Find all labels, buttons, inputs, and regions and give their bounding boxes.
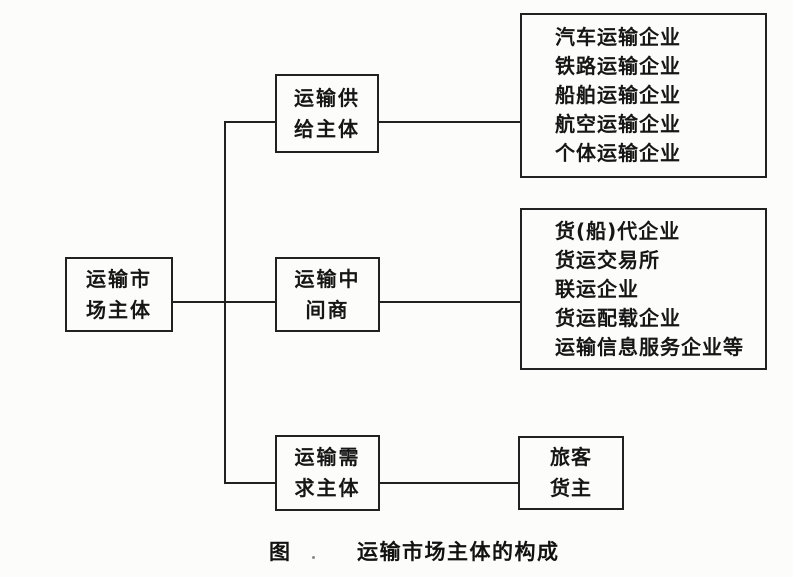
leaf-item: 船舶运输企业: [555, 83, 681, 107]
figure-caption-prefix: 图: [269, 540, 292, 564]
connector-demand-to-leaves: [380, 482, 518, 484]
root-node-box: 运输市 场主体: [65, 257, 173, 332]
leaf-item: 联运企业: [555, 276, 639, 301]
root-label-line1: 运输市: [86, 266, 152, 291]
leaf-item: 货运交易所: [555, 247, 660, 272]
leaf-item: 汽车运输企业: [555, 25, 681, 49]
leaf-item: 货(船)代企业: [555, 218, 681, 243]
root-label-line2: 场主体: [86, 297, 152, 322]
intermediary-leaf-box: 货(船)代企业 货运交易所 联运企业 货运配载企业 运输信息服务企业等: [520, 208, 767, 370]
intermediary-label-line2: 间商: [305, 297, 350, 322]
leaf-item: 运输信息服务企业等: [555, 334, 744, 359]
leaf-item: 货运配载企业: [555, 305, 681, 330]
leaf-item: 铁路运输企业: [555, 54, 681, 78]
demand-node-box: 运输需 求主体: [275, 435, 380, 511]
leaf-item: 旅客: [550, 445, 592, 469]
connector-trunk-to-demand: [224, 482, 275, 484]
supply-label-line1: 运输供: [294, 85, 360, 110]
supply-node-box: 运输供 给主体: [275, 74, 379, 153]
figure-caption-dot: [312, 556, 315, 559]
leaf-item: 货主: [550, 476, 592, 500]
supply-leaf-box: 汽车运输企业 铁路运输企业 船舶运输企业 航空运输企业 个体运输企业: [520, 13, 767, 178]
demand-label-line1: 运输需: [294, 445, 361, 469]
demand-leaf-box: 旅客 货主: [518, 436, 624, 510]
connector-supply-to-leaves: [378, 121, 520, 123]
demand-label-line2: 求主体: [294, 476, 361, 500]
connector-trunk-vertical: [224, 121, 226, 484]
connector-trunk-to-supply: [224, 121, 275, 123]
leaf-item: 个体运输企业: [555, 141, 681, 165]
figure-caption-title: 运输市场主体的构成: [357, 540, 560, 564]
intermediary-label-line1: 运输中: [294, 266, 361, 291]
connector-intermediary-to-leaves: [380, 301, 520, 303]
leaf-item: 航空运输企业: [555, 112, 681, 136]
intermediary-node-box: 运输中 间商: [275, 257, 380, 332]
supply-label-line2: 给主体: [294, 116, 360, 141]
